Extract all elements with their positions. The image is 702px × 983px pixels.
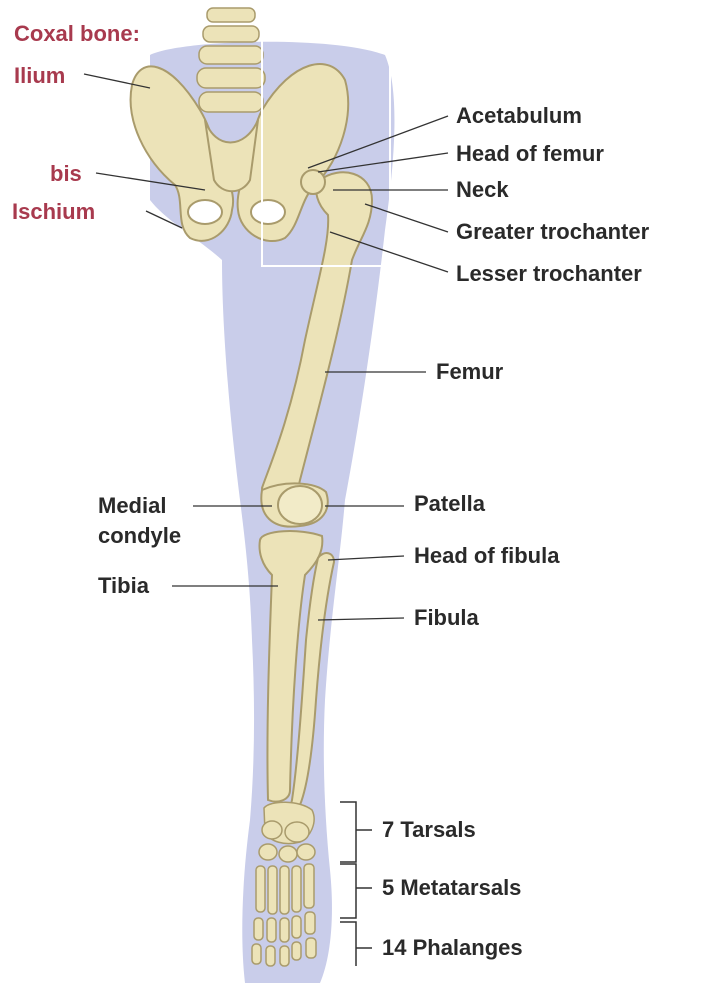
pubis-label: bis [50, 162, 82, 186]
greater-trochanter-label: Greater trochanter [456, 220, 649, 244]
metatarsals-label: 5 Metatarsals [382, 876, 521, 900]
phalanges-label: 14 Phalanges [382, 936, 523, 960]
tibia-label: Tibia [98, 574, 149, 598]
condyle-label: condyle [98, 524, 181, 548]
ischium-label: Ischium [12, 200, 95, 224]
acetabulum-label: Acetabulum [456, 104, 582, 128]
foot-brackets [340, 802, 372, 966]
head-of-fibula-label: Head of fibula [414, 544, 559, 568]
neck-label: Neck [456, 178, 509, 202]
tarsals-label: 7 Tarsals [382, 818, 476, 842]
lumbar-vertebrae [197, 8, 265, 112]
ilium-label: Ilium [14, 64, 65, 88]
fibula-label: Fibula [414, 606, 479, 630]
femur-label: Femur [436, 360, 503, 384]
head-of-femur-label: Head of femur [456, 142, 604, 166]
lesser-trochanter-label: Lesser trochanter [456, 262, 642, 286]
medial-label: Medial [98, 494, 166, 518]
patella-label: Patella [414, 492, 485, 516]
patella-bone [278, 486, 322, 524]
coxal-bone-label: Coxal bone: [14, 22, 140, 46]
